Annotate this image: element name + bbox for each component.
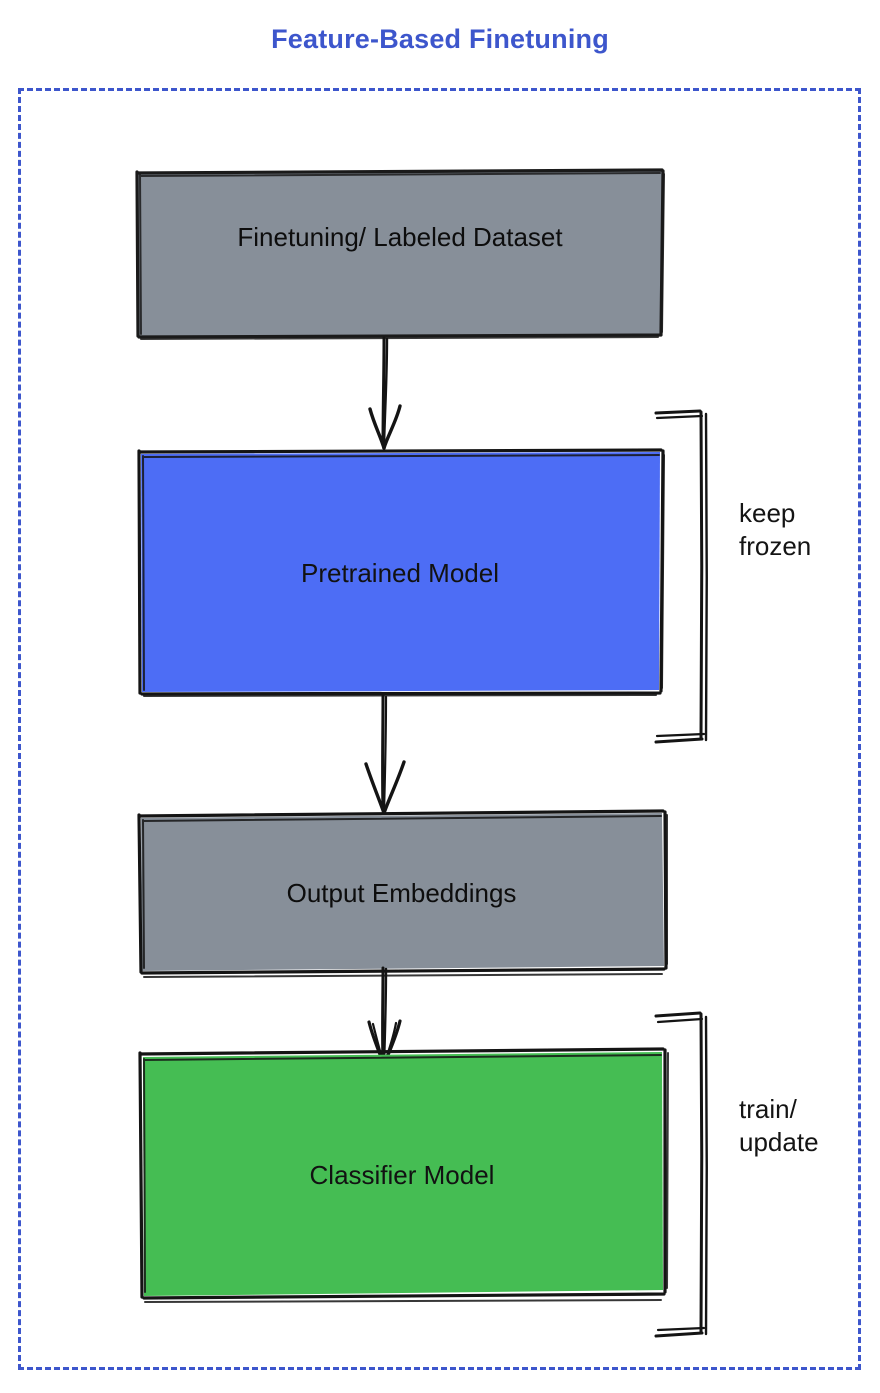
node-output-embeddings[interactable]: Output Embeddings xyxy=(131,808,672,978)
node-label-dataset: Finetuning/ Labeled Dataset xyxy=(237,222,563,252)
bracket-train-update xyxy=(654,1011,708,1338)
node-classifier-model[interactable]: Classifier Model xyxy=(132,1046,672,1303)
node-shape-dataset xyxy=(135,168,665,340)
node-shape-classifier xyxy=(138,1047,669,1303)
node-label-embeddings: Output Embeddings xyxy=(286,878,517,908)
dashed-outer-frame xyxy=(18,88,861,1370)
node-shape-embeddings xyxy=(137,809,668,978)
bracket-label-train-update: train/ update xyxy=(739,1094,819,1158)
arrow-dataset-to-pretrained xyxy=(368,336,402,450)
arrow-pretrained-to-embeddings xyxy=(364,694,406,815)
node-label-classifier: Classifier Model xyxy=(309,1160,495,1190)
node-shape-pretrained xyxy=(137,448,665,697)
node-finetuning-labeled-dataset[interactable]: Finetuning/ Labeled Dataset xyxy=(130,166,670,342)
bracket-label-keep-frozen: keep frozen xyxy=(739,498,812,562)
node-label-pretrained: Pretrained Model xyxy=(301,558,499,588)
page-title: Feature-Based Finetuning xyxy=(271,24,609,54)
node-pretrained-model[interactable]: Pretrained Model xyxy=(132,446,668,698)
bracket-keep-frozen xyxy=(654,409,708,744)
